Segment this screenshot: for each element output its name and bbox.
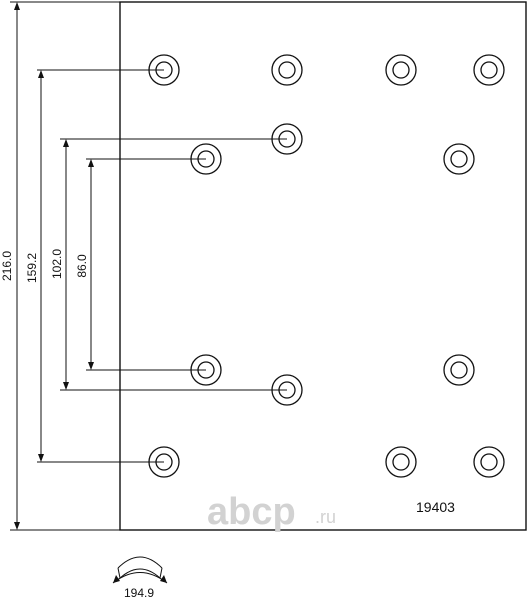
dimension-label-216: 216.0 xyxy=(0,251,14,281)
part-number: 19403 xyxy=(416,499,455,515)
rivet-counterbore xyxy=(443,143,475,175)
rivet-counterbore xyxy=(148,446,180,478)
rivet-holes xyxy=(148,54,505,478)
rivet-hole xyxy=(473,446,505,478)
dimension-middle-rivet-span: 102.0 xyxy=(50,138,287,391)
rivet-bore xyxy=(155,453,173,471)
rivet-counterbore xyxy=(271,54,303,86)
rivet-counterbore xyxy=(271,123,303,155)
dimension-overall-height: 216.0 xyxy=(0,1,120,531)
rivet-bore xyxy=(450,150,468,168)
rivet-bore xyxy=(278,130,296,148)
watermark-suffix: .ru xyxy=(315,507,336,527)
rivet-hole xyxy=(385,446,417,478)
dimension-label-86: 86.0 xyxy=(75,254,89,278)
rivet-bore xyxy=(450,361,468,379)
rivet-hole xyxy=(148,446,180,478)
rivet-counterbore xyxy=(443,354,475,386)
rivet-counterbore xyxy=(473,446,505,478)
rivet-bore xyxy=(278,381,296,399)
watermark-main: abcp xyxy=(207,491,296,533)
rivet-hole xyxy=(385,54,417,86)
rivet-hole xyxy=(148,54,180,86)
watermark-logo: abcp .ru xyxy=(207,491,336,533)
rivet-counterbore xyxy=(385,446,417,478)
rivet-bore xyxy=(155,61,173,79)
rivet-hole xyxy=(190,143,222,175)
rivet-counterbore xyxy=(190,143,222,175)
rivet-hole xyxy=(473,54,505,86)
rivet-hole xyxy=(190,354,222,386)
rivet-bore xyxy=(197,361,215,379)
rivet-bore xyxy=(392,453,410,471)
rivet-bore xyxy=(197,150,215,168)
arc-length-label: 194.9 xyxy=(124,586,154,600)
rivet-counterbore xyxy=(271,374,303,406)
dimension-label-159: 159.2 xyxy=(25,253,39,283)
rivet-hole xyxy=(443,143,475,175)
rivet-counterbore xyxy=(148,54,180,86)
arc-length-symbol: 194.9 xyxy=(112,556,168,600)
rivet-bore xyxy=(480,61,498,79)
dimension-inner-rivet-span: 86.0 xyxy=(75,158,206,371)
rivet-bore xyxy=(278,61,296,79)
dimension-outer-rivet-span: 159.2 xyxy=(25,69,164,463)
rivet-counterbore xyxy=(190,354,222,386)
rivet-bore xyxy=(392,61,410,79)
rivet-bore xyxy=(480,453,498,471)
rivet-hole xyxy=(271,54,303,86)
rivet-counterbore xyxy=(385,54,417,86)
rivet-hole xyxy=(271,123,303,155)
rivet-counterbore xyxy=(473,54,505,86)
rivet-hole xyxy=(443,354,475,386)
dimension-label-102: 102.0 xyxy=(50,249,64,279)
lining-plate-outline xyxy=(119,1,527,531)
rivet-hole xyxy=(271,374,303,406)
